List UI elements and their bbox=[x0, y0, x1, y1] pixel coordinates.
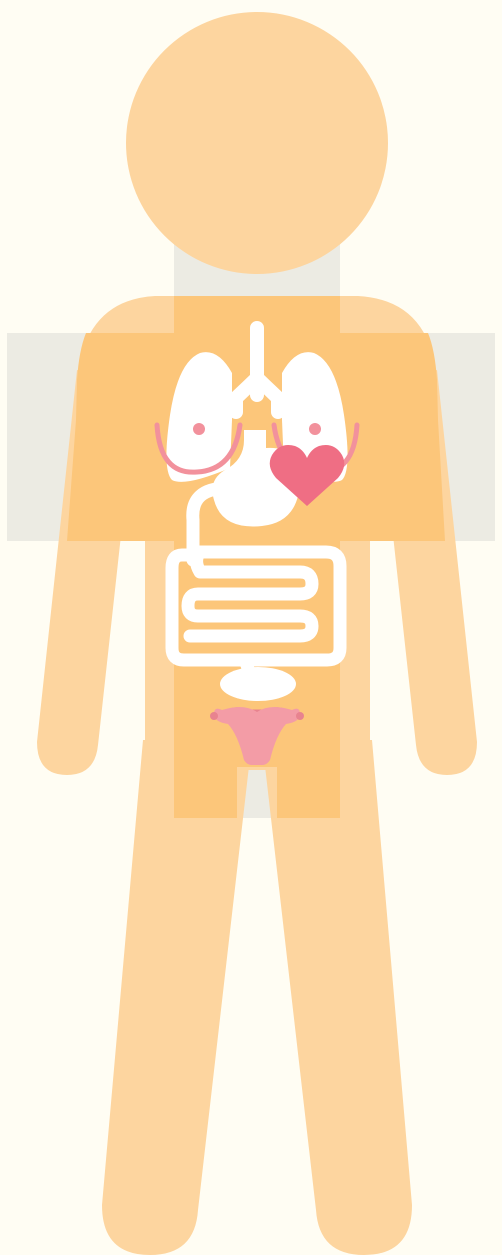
head bbox=[126, 12, 388, 274]
bladder-icon bbox=[220, 667, 296, 701]
pelvis-overlap-left bbox=[174, 767, 237, 818]
pelvis-overlap-right bbox=[277, 767, 340, 818]
